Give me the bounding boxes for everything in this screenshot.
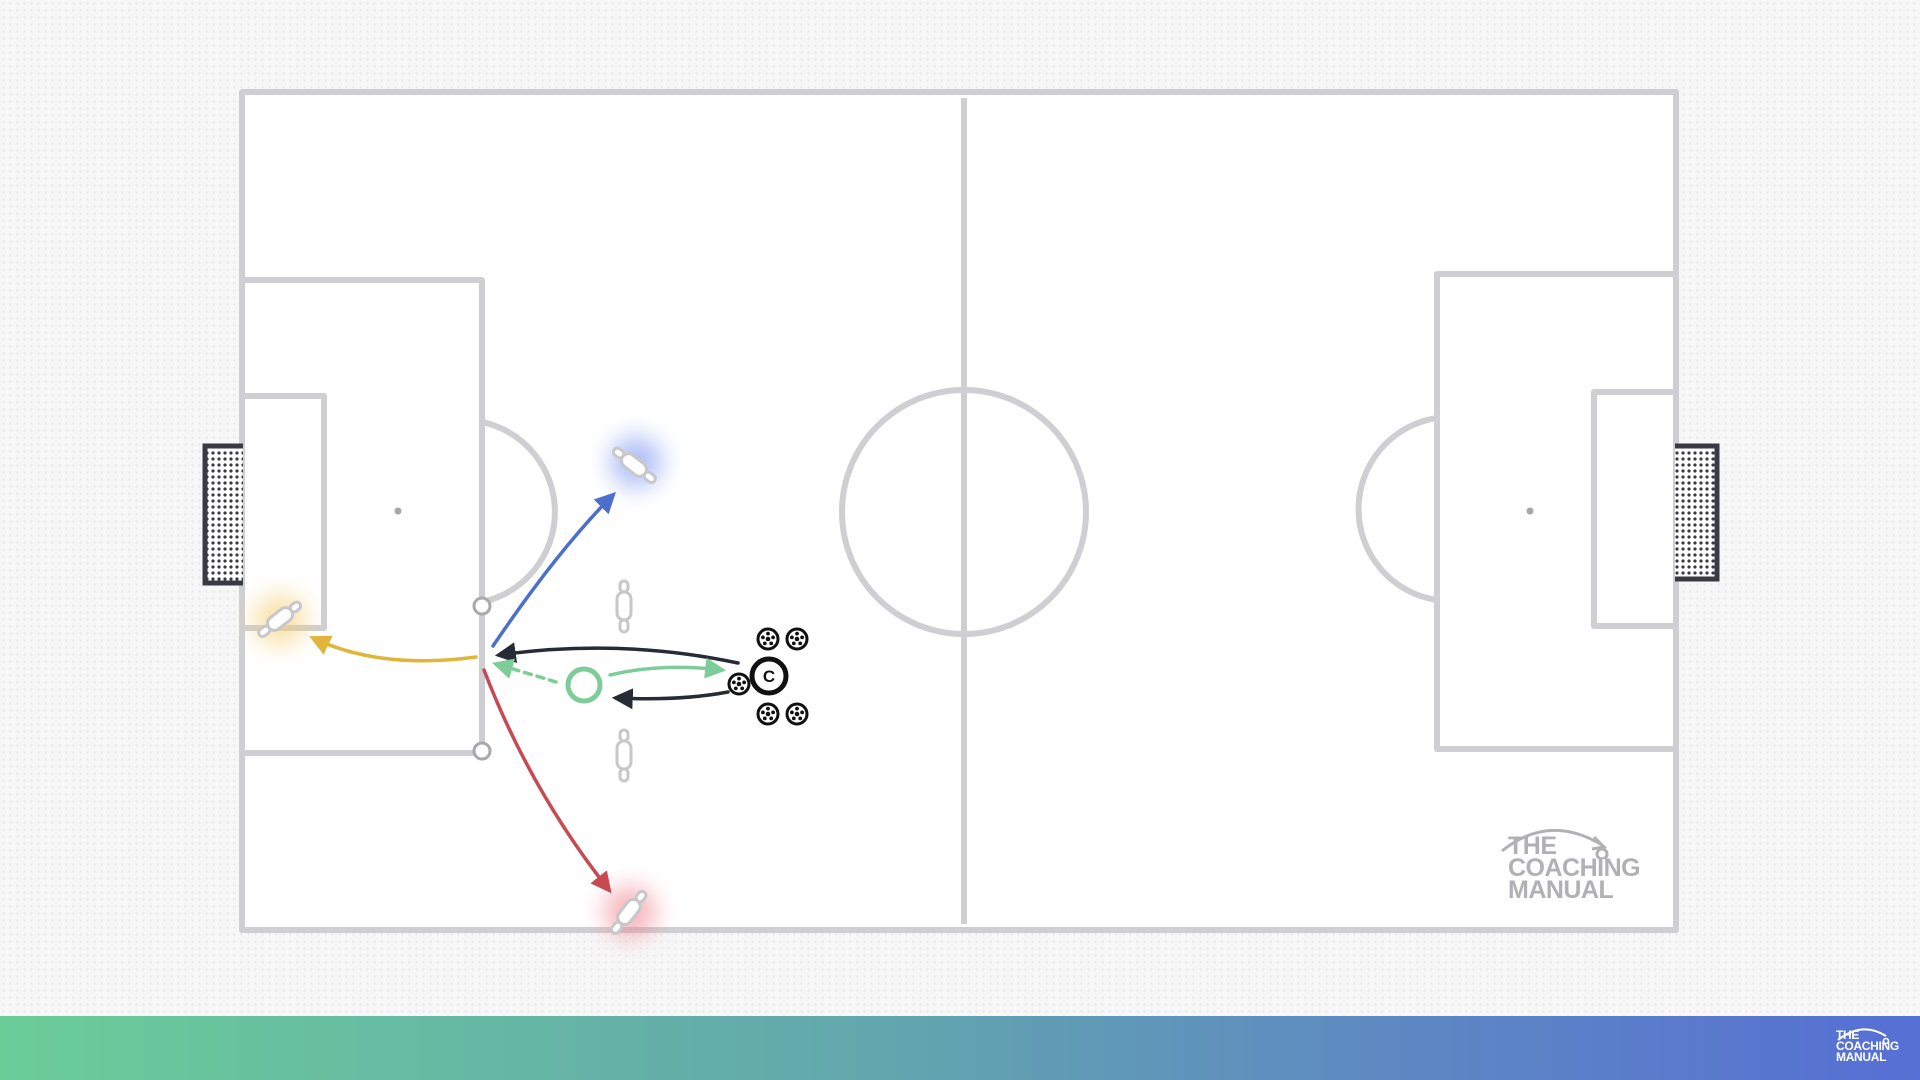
right-penalty-arc [1355,415,1438,603]
shot-arrow-red [482,668,612,894]
centre-spot [961,509,967,515]
coach-icon: C [749,656,789,696]
soccer-ball-icon [785,702,809,726]
footer-logo: THE COACHING MANUAL [1836,1028,1910,1064]
watermark-line-1: THE [1508,832,1557,860]
pass-arrow-dark-top [494,642,740,665]
soccer-ball-icon [756,627,780,651]
run-arrow-green-dashed [491,658,558,684]
footer-logo-line-3: MANUAL [1836,1050,1887,1064]
soccer-ball-icon [756,702,780,726]
footer-logo-swoosh-icon [1837,1028,1890,1044]
pitch [239,89,1679,933]
shot-arrow-yellow [309,635,478,663]
pitch-diagram: C [202,89,1720,939]
soccer-ball-icon [785,627,809,651]
soccer-ball-icon [727,672,751,696]
marker-cone-icon [472,596,492,616]
marker-cone-icon [472,741,492,761]
coach-label: C [763,667,775,686]
watermark-line-2: COACHING [1508,854,1641,882]
shot-arrow-blue [491,492,616,648]
logo-swoosh-icon [1501,828,1609,859]
right-penalty-spot [1526,507,1534,515]
player-icon [565,666,603,704]
watermark-line-3: MANUAL [1508,876,1614,904]
mannequin-icon [615,579,633,634]
pitch-surface [242,92,1676,930]
left-penalty-spot [394,507,402,515]
mannequin-icon [615,728,633,783]
pass-arrow-dark-bottom [611,688,730,710]
coaching-manual-watermark: THE COACHING MANUAL [1501,828,1678,904]
footer-bar: THE COACHING MANUAL [0,1016,1920,1080]
left-penalty-arc [481,419,558,605]
pass-arrow-green [608,657,727,679]
left-goal [202,443,243,586]
drill-arrows [309,492,740,894]
right-goal [1675,443,1720,582]
centre-circle [839,387,1089,637]
